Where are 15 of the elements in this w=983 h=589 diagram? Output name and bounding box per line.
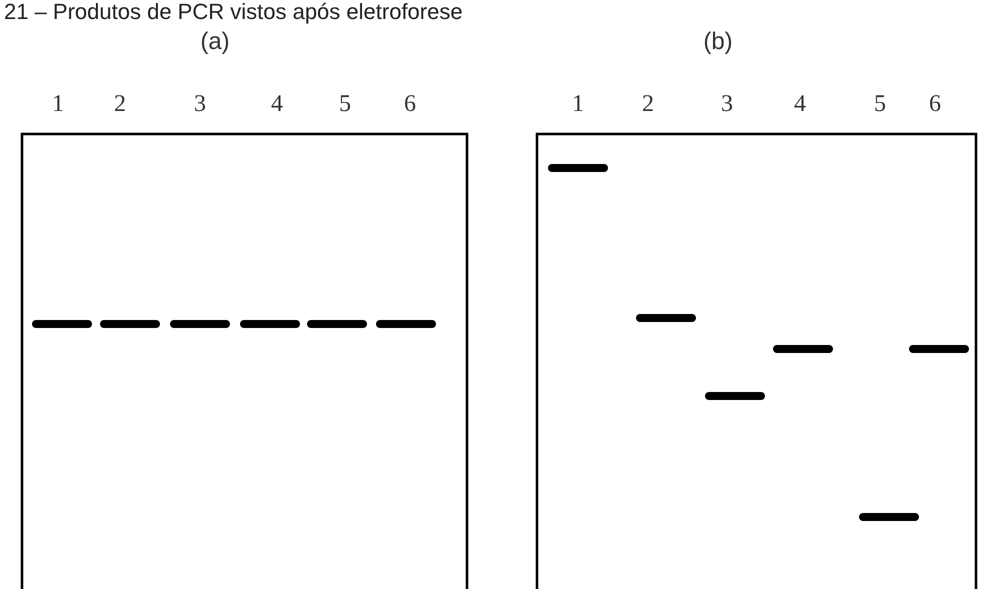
- lane-number: 1: [572, 92, 584, 116]
- figure-title: 21 – Produtos de PCR vistos após eletroforese: [4, 0, 463, 24]
- lane-number: 4: [794, 92, 806, 116]
- lane-number: 2: [642, 92, 654, 116]
- lane-number: 5: [874, 92, 886, 116]
- lane-number: 2: [114, 92, 126, 116]
- panel-label: (b): [703, 30, 733, 54]
- lane-number: 3: [194, 92, 206, 116]
- lane-number: 1: [52, 92, 64, 116]
- lane-number: 6: [404, 92, 416, 116]
- panel-label: (a): [200, 30, 230, 54]
- lane-number: 4: [271, 92, 283, 116]
- lane-number: 5: [339, 92, 351, 116]
- lane-number: 3: [721, 92, 733, 116]
- lane-number: 6: [929, 92, 941, 116]
